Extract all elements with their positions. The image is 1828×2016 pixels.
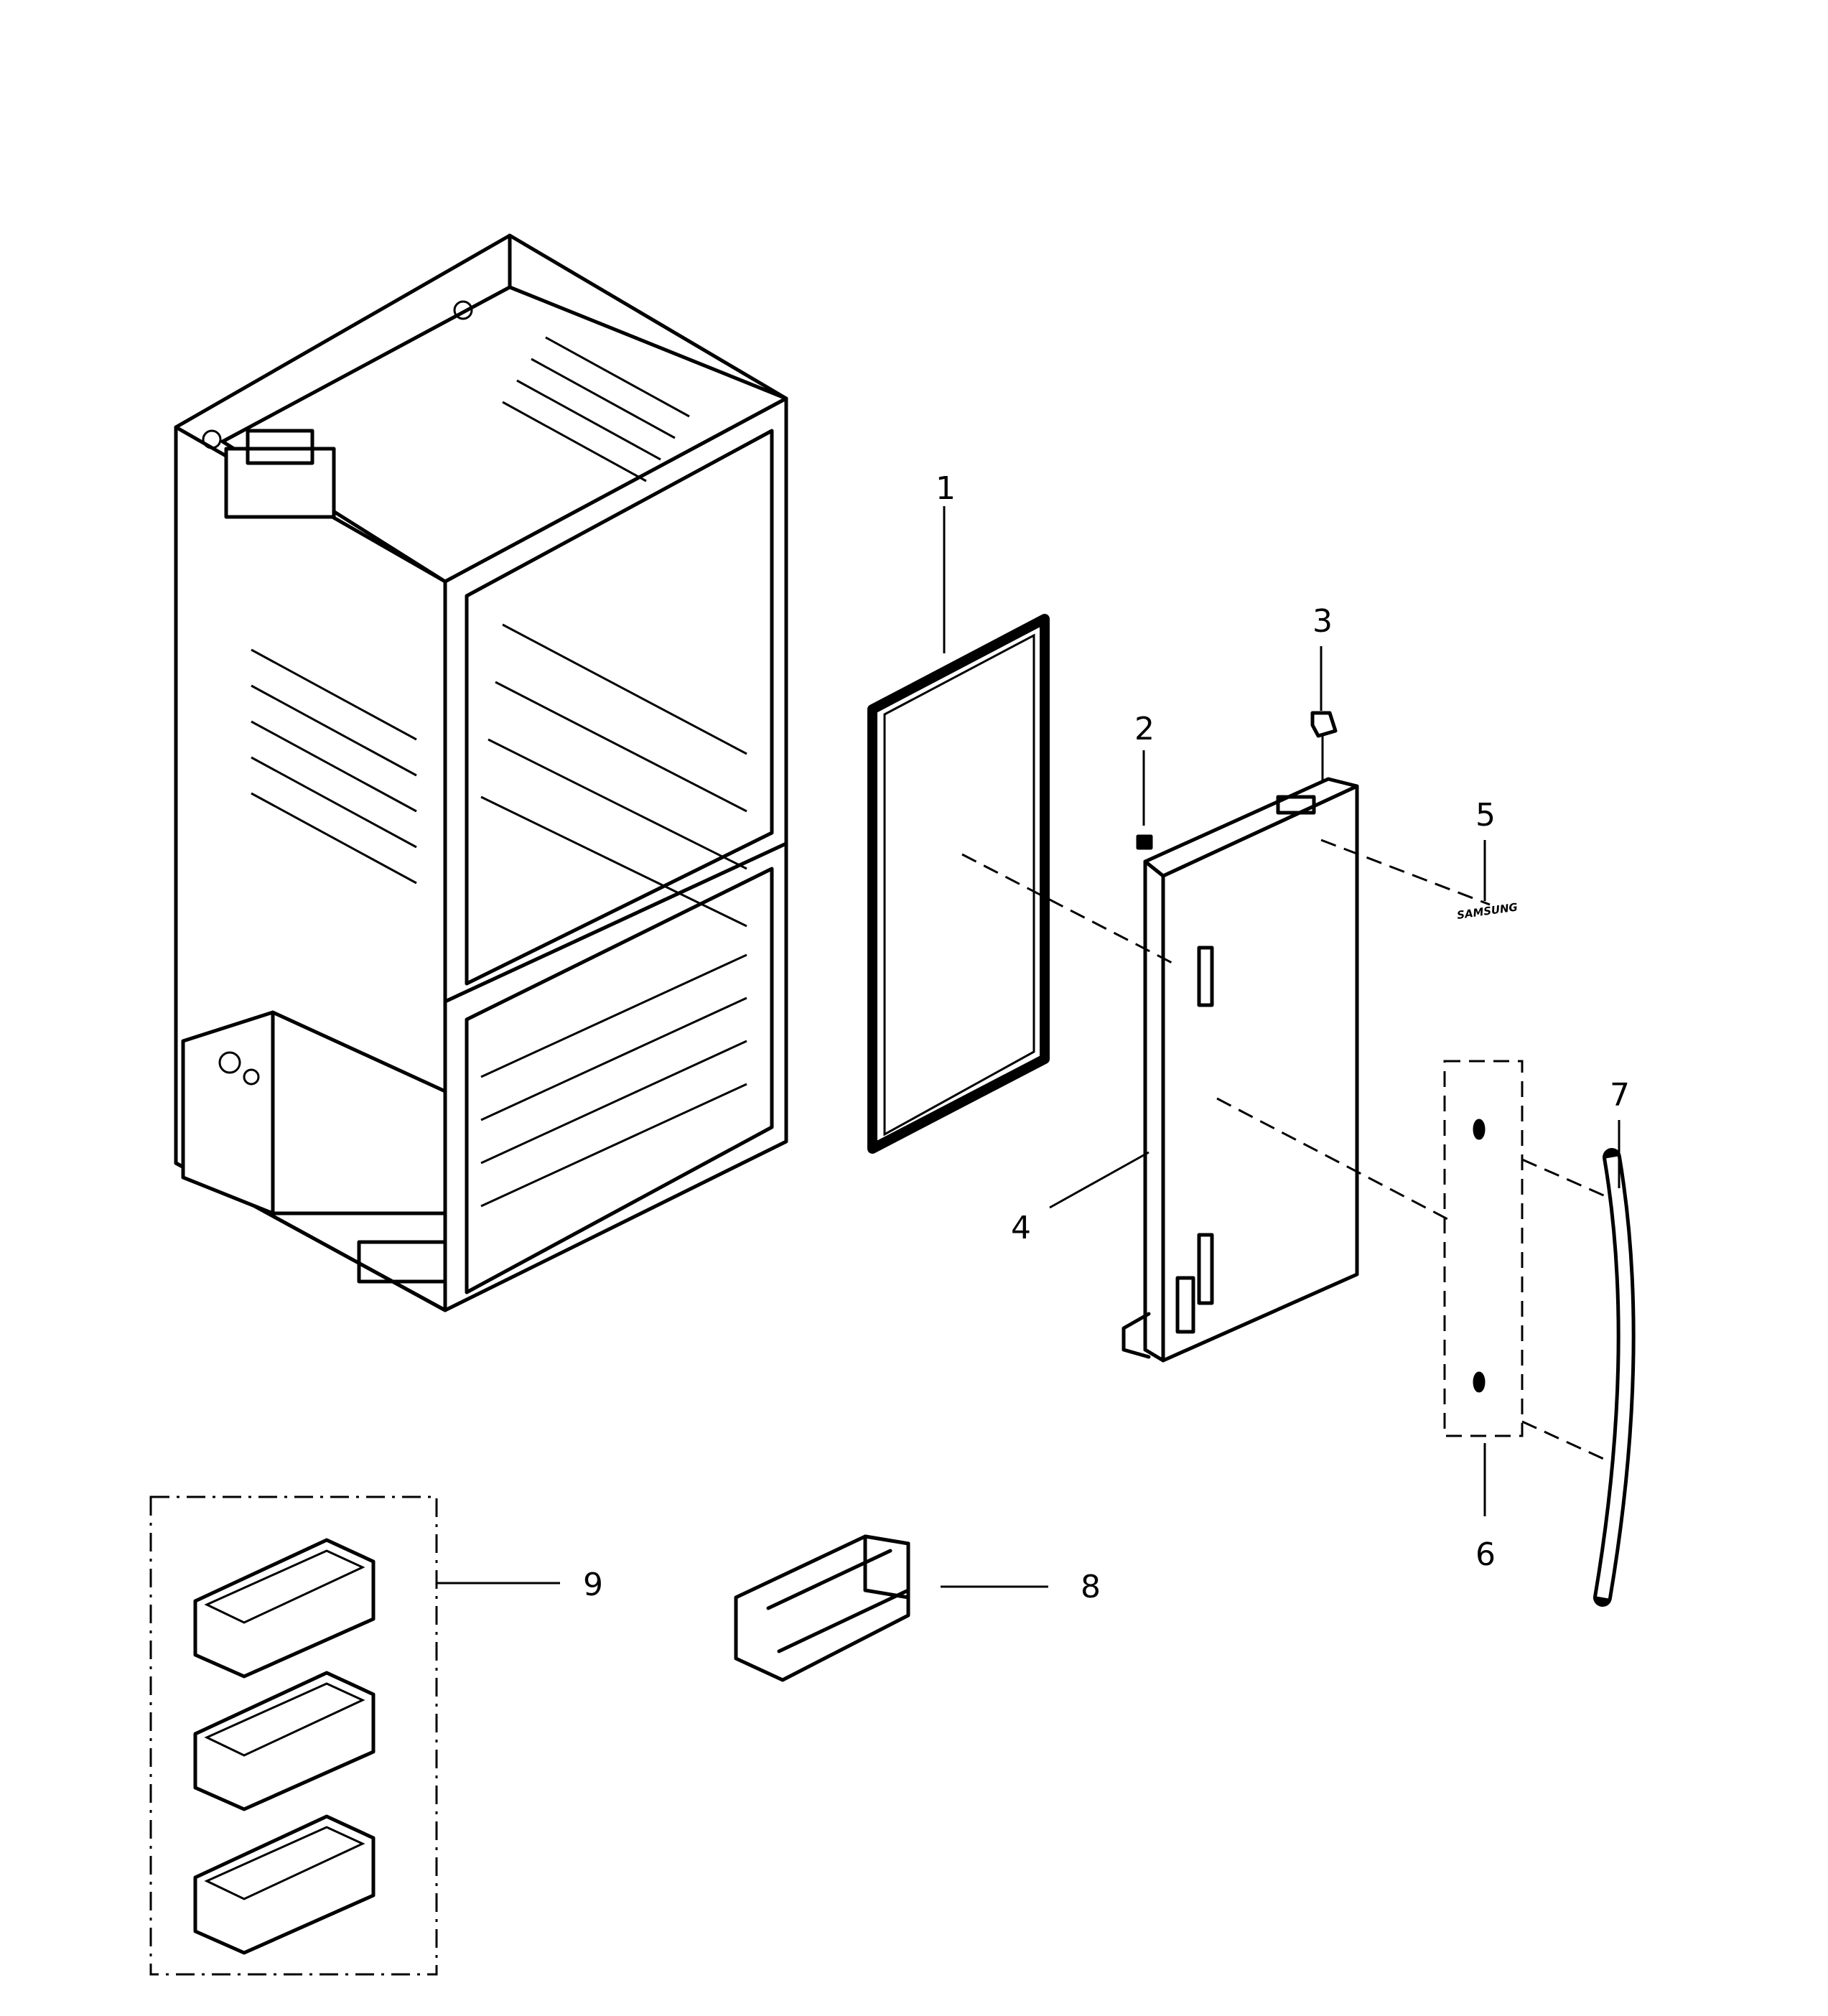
callout-5: 5: [1475, 797, 1496, 834]
door-bin: [734, 1534, 910, 1682]
leader-lines: [437, 506, 1621, 1588]
screw-part: [1136, 834, 1153, 850]
callout-1: 1: [936, 470, 956, 507]
callout-6: 6: [1475, 1536, 1496, 1573]
door-assembly: [1121, 777, 1359, 1363]
refrigerator-cabinet: [174, 233, 788, 1312]
door-handle: [1593, 1148, 1636, 1607]
bin-lower: [193, 1814, 376, 1955]
assembly-guide-lines: [961, 839, 1613, 1462]
bin-middle: [193, 1671, 376, 1811]
callout-9: 9: [583, 1567, 603, 1603]
callout-8: 8: [1081, 1569, 1101, 1605]
hinge-cap: [1310, 711, 1338, 783]
handle-trim: [1443, 1060, 1524, 1437]
bin-upper: [193, 1538, 376, 1679]
callout-7: 7: [1610, 1077, 1630, 1114]
callout-labels: 1 2 3 4 5 6 7 8 9: [583, 470, 1630, 1605]
bin-set: [149, 1495, 438, 1976]
callout-3: 3: [1312, 603, 1333, 640]
callout-2: 2: [1134, 711, 1155, 747]
callout-4: 4: [1011, 1210, 1031, 1246]
door-gasket: [867, 614, 1050, 1154]
